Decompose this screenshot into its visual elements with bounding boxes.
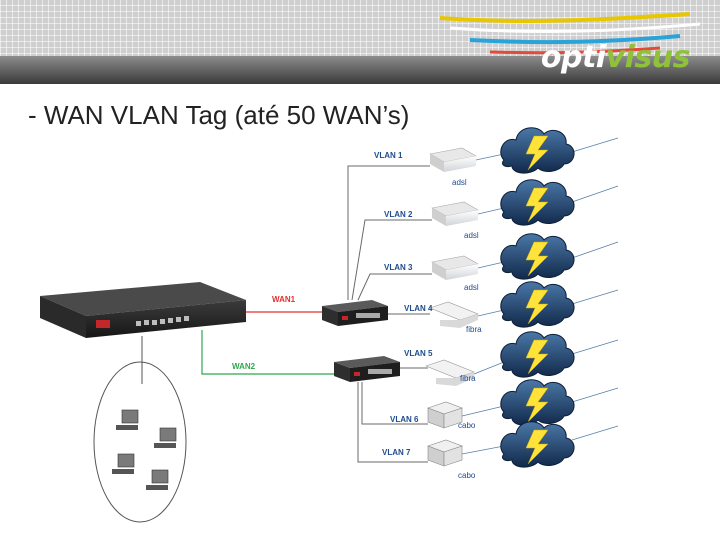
device-label: fibra — [460, 374, 476, 383]
main-router — [40, 282, 246, 338]
cloud-icon — [500, 127, 575, 174]
device-label: adsl — [452, 178, 467, 187]
vlan-label: VLAN 6 — [390, 415, 419, 424]
wan2-link — [201, 330, 334, 375]
device-label: cabo — [458, 471, 476, 480]
cloud-icon — [500, 331, 575, 378]
vlan-label: VLAN 7 — [382, 448, 411, 457]
pc-icon — [159, 427, 177, 442]
vlan-label: VLAN 4 — [404, 304, 433, 313]
wan2-label: WAN2 — [232, 362, 256, 371]
vlan-label: VLAN 5 — [404, 349, 433, 358]
brand-logo: optivisus — [540, 40, 691, 75]
brand-part1: opti — [540, 40, 606, 75]
vlan-trunk-lines-1 — [347, 165, 432, 315]
device-label: adsl — [464, 283, 479, 292]
internet-clouds — [500, 127, 575, 468]
lan-pcs — [93, 361, 187, 523]
slide-header: optivisus — [0, 0, 720, 84]
device-label: adsl — [464, 231, 479, 240]
cloud-icon — [500, 421, 575, 468]
cloud-icon — [500, 179, 575, 226]
wan1-label: WAN1 — [272, 295, 296, 304]
pc-icon — [117, 453, 135, 468]
cloud-icon — [500, 281, 575, 328]
brand-part2: visus — [605, 40, 691, 75]
vlan-switch-2 — [334, 356, 400, 382]
vlan-switch-1 — [322, 300, 388, 326]
pc-icon — [151, 469, 169, 484]
internet-links — [461, 137, 619, 455]
vlan-devices — [425, 147, 479, 467]
vlan-trunk-lines-2 — [357, 367, 428, 463]
vlan-label: VLAN 1 — [374, 151, 403, 160]
device-label: cabo — [458, 421, 476, 430]
cloud-icon — [500, 379, 575, 426]
cloud-icon — [500, 233, 575, 280]
vlan-label: VLAN 3 — [384, 263, 413, 272]
vlan-label: VLAN 2 — [384, 210, 413, 219]
swoosh-graphic — [439, 12, 701, 55]
device-label: fibra — [466, 325, 482, 334]
slide-title: - WAN VLAN Tag (até 50 WAN’s) — [28, 100, 410, 130]
header-band — [0, 56, 720, 84]
pc-icon — [121, 409, 139, 424]
